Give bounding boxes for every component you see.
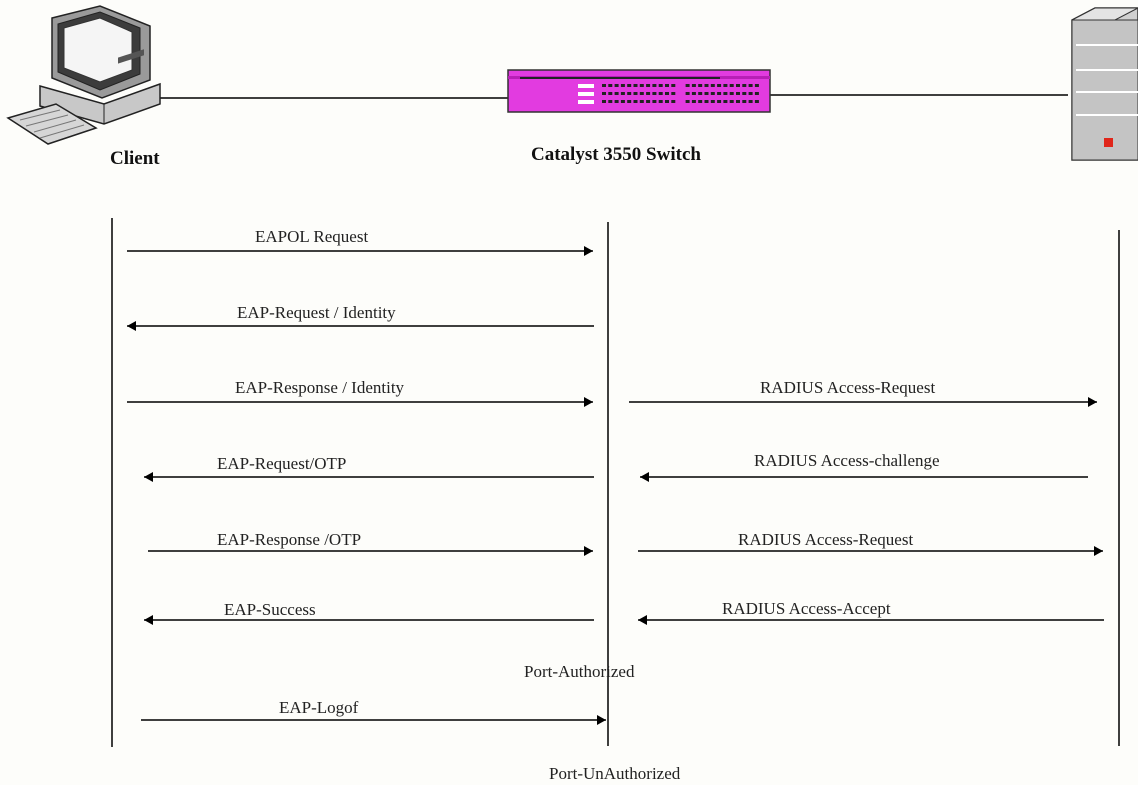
- message-label: EAP-Response / Identity: [235, 378, 405, 397]
- message-arrow: [629, 397, 1097, 407]
- message-arrow: [127, 246, 593, 256]
- message-label: EAP-Response /OTP: [217, 530, 362, 549]
- message-label: EAP-Request / Identity: [237, 303, 396, 322]
- message-label: EAP-Success: [224, 600, 316, 619]
- client-label: Client: [110, 148, 160, 169]
- message-label: EAP-Logof: [279, 698, 359, 717]
- port-unauthorized-label: Port-UnAuthorized: [549, 764, 681, 783]
- message-arrow: [141, 715, 606, 725]
- message-arrow: [638, 546, 1103, 556]
- message-arrow: [638, 615, 1104, 625]
- message-arrow: [144, 615, 594, 625]
- message-label: EAPOL Request: [255, 227, 369, 246]
- switch-label: Catalyst 3550 Switch: [531, 144, 701, 165]
- message-arrow: [640, 472, 1088, 482]
- message-label: RADIUS Access-challenge: [754, 451, 940, 470]
- port-authorized-label: Port-Authorized: [524, 662, 635, 681]
- server-tower-icon: [1071, 7, 1138, 161]
- message-arrow: [127, 321, 594, 331]
- message-arrow: [148, 546, 593, 556]
- desktop-computer-icon: [6, 5, 161, 145]
- message-label: EAP-Request/OTP: [217, 454, 347, 473]
- message-label: RADIUS Access-Request: [760, 378, 936, 397]
- network-switch-icon: [507, 69, 771, 113]
- message-label: RADIUS Access-Accept: [722, 599, 891, 618]
- message-arrow: [144, 472, 594, 482]
- message-label: RADIUS Access-Request: [738, 530, 914, 549]
- message-arrow: [127, 397, 593, 407]
